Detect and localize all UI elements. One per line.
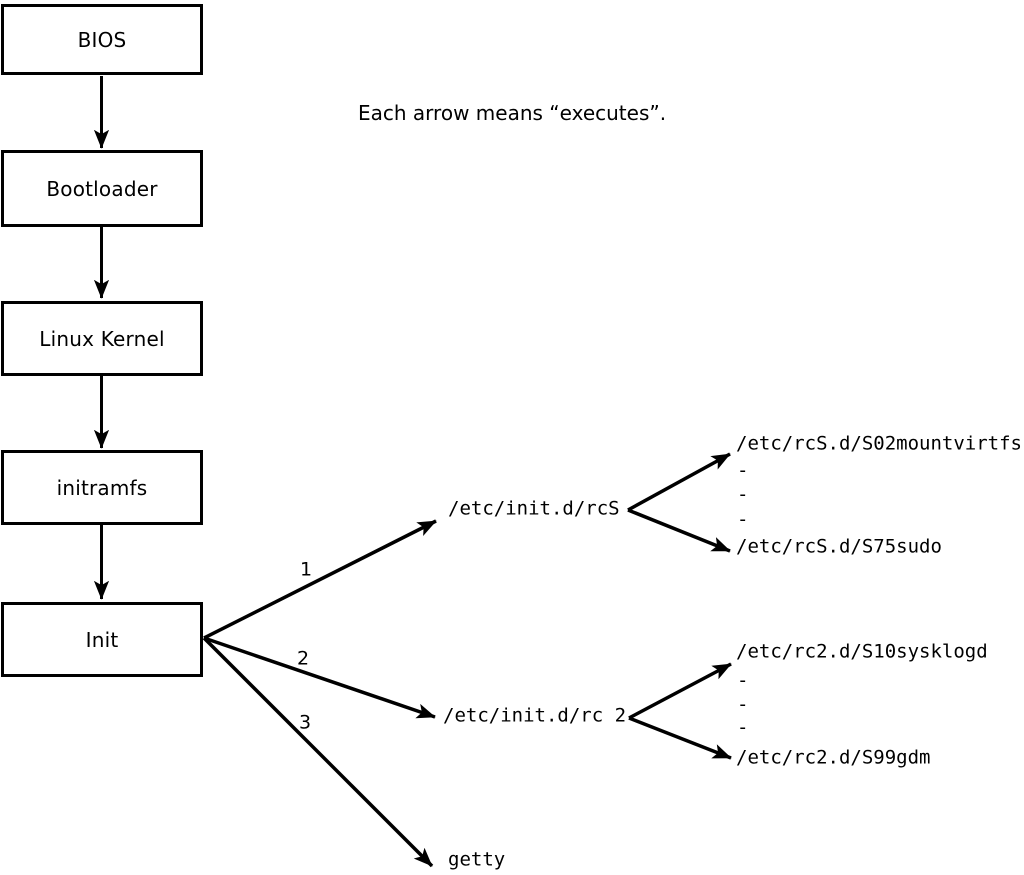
arrow-rc2-to-s99gdm <box>628 716 732 760</box>
rcS-ellipsis-dash: - <box>737 459 749 482</box>
target-getty-label: getty <box>448 848 506 871</box>
arrow-rcS-to-s75sudo <box>627 508 731 553</box>
node-initramfs-label: initramfs <box>56 475 148 500</box>
node-init-label: Init <box>85 627 119 652</box>
arrow-init-to-getty <box>202 636 434 868</box>
branch-3-number: 3 <box>298 711 312 734</box>
rcS-ellipsis-dash: - <box>737 508 749 531</box>
rc2-ellipsis-dash: - <box>737 716 749 739</box>
target-rcS-label: /etc/init.d/rcS <box>448 497 620 520</box>
arrow-init-to-rcS <box>203 519 437 640</box>
script-s10sysklogd-label: /etc/rc2.d/S10sysklogd <box>736 640 988 663</box>
node-initramfs: initramfs <box>1 450 203 525</box>
branch-1-number: 1 <box>299 558 313 581</box>
script-s99gdm-label: /etc/rc2.d/S99gdm <box>736 746 931 769</box>
rc2-ellipsis-dash: - <box>737 693 749 716</box>
node-linux-kernel: Linux Kernel <box>1 301 203 376</box>
arrow-rc2-to-s10sysklogd <box>628 662 732 720</box>
node-linux-kernel-label: Linux Kernel <box>39 326 165 351</box>
node-bios-label: BIOS <box>77 27 127 52</box>
target-rc2-label: /etc/init.d/rc 2 <box>443 704 627 727</box>
node-bootloader-label: Bootloader <box>46 176 158 201</box>
arrow-rcS-to-s02mountvirtfs <box>627 452 731 512</box>
arrow-init-to-rc2 <box>203 636 436 719</box>
script-s75sudo-label: /etc/rcS.d/S75sudo <box>736 535 942 558</box>
node-bootloader: Bootloader <box>1 150 203 227</box>
script-s02mountvirtfs-label: /etc/rcS.d/S02mountvirtfs <box>736 432 1022 455</box>
branch-2-number: 2 <box>296 647 310 670</box>
arrow-meaning-note: Each arrow means “executes”. <box>358 101 667 125</box>
node-init: Init <box>1 602 203 677</box>
rcS-ellipsis-dash: - <box>737 483 749 506</box>
rc2-ellipsis-dash: - <box>737 669 749 692</box>
node-bios: BIOS <box>1 4 203 75</box>
